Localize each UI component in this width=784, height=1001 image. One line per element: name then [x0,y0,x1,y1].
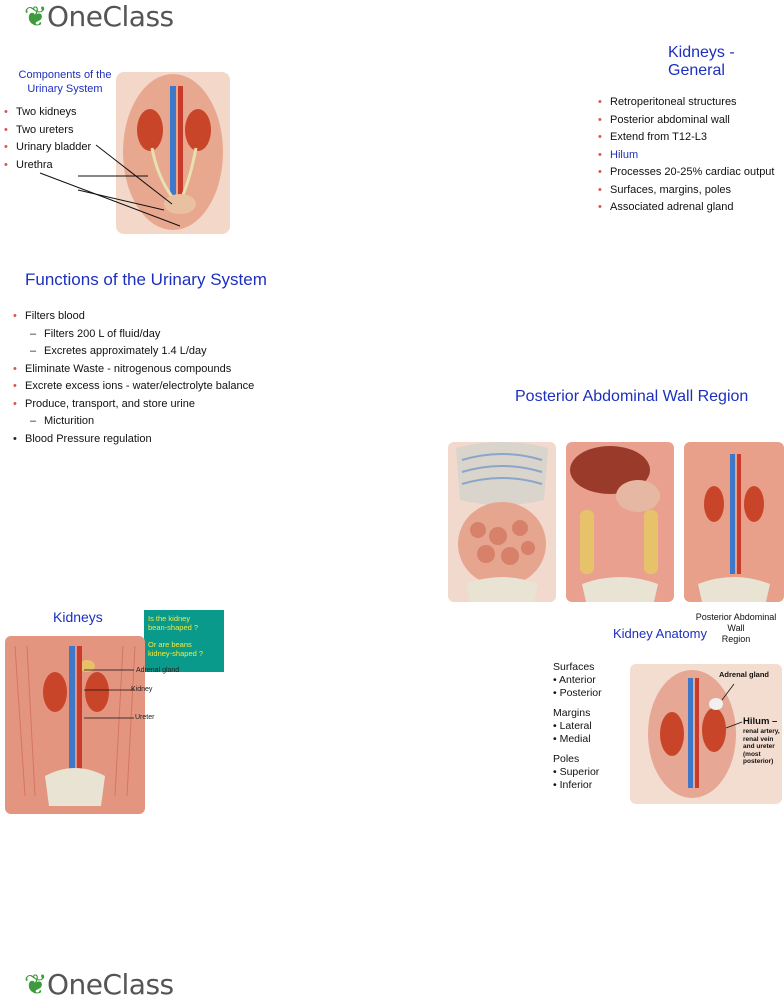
functions-list: Filters blood Filters 200 L of fluid/day… [12,308,254,448]
components-list: Two kidneys Two ureters Urinary bladder … [3,104,91,174]
label-adrenal-gland: Adrenal gland [136,667,180,674]
oneclass-logo-footer: ❦OneClass [24,968,174,1001]
list-item: Posterior abdominal wall [597,112,774,130]
list-item: Eliminate Waste - nitrogenous compounds [12,361,254,379]
list-item: Associated adrenal gland [597,199,774,217]
label-anatomy-adrenal: Adrenal gland [719,670,770,679]
kidneys-title: Kidneys [53,609,103,625]
list-item: Retroperitoneal structures [597,94,774,112]
list-item: Extend from T12-L3 [597,129,774,147]
oneclass-logo: ❦OneClass [24,0,174,33]
posterior-wall-title: Posterior Abdominal Wall Region [515,388,749,405]
list-item: Surfaces, margins, poles [597,182,774,200]
posterior-wall-illustrations [448,442,784,602]
list-item: Urethra [3,157,91,175]
label-hilum-detail: renal artery, renal vein and ureter (mos… [743,728,780,765]
list-item: Excrete excess ions - water/electrolyte … [12,378,254,396]
list-item: Processes 20-25% cardiac output [597,164,774,182]
question-box: Is the kidney bean-shaped ? Or are beans… [144,610,224,672]
label-hilum: Hilum – [743,716,778,727]
kidney-anatomy-list: Surfaces • Anterior • Posterior Margins … [553,661,602,791]
list-item: Filters 200 L of fluid/day [12,326,254,344]
leaf-icon: ❦ [24,0,47,33]
leaf-icon: ❦ [24,968,47,1001]
list-item: Produce, transport, and store urine [12,396,254,414]
list-item: Blood Pressure regulation [12,431,254,449]
kidneys-illustration [5,636,145,814]
kidney-anatomy-title: Kidney Anatomy [613,626,707,641]
list-item: Two kidneys [3,104,91,122]
list-item: Filters blood [12,308,254,326]
kidneys-general-list: Retroperitoneal structures Posterior abd… [597,94,774,217]
functions-title: Functions of the Urinary System [25,270,267,289]
posterior-wall-caption: Posterior Abdominal Wall Region [695,612,777,644]
kidney-pointer-lines [84,669,134,719]
list-item: Excretes approximately 1.4 L/day [12,343,254,361]
list-item: Micturition [12,413,254,431]
kidney-anatomy-illustration [630,664,782,804]
label-ureter: Ureter [135,714,155,721]
label-kidney: Kidney [131,686,153,693]
kidneys-general-title: Kidneys - General [668,44,735,79]
list-item: Hilum [597,147,774,165]
list-item: Urinary bladder [3,139,91,157]
components-title: Components of the Urinary System [18,69,112,95]
list-item: Two ureters [3,122,91,140]
urinary-system-illustration [39,72,230,234]
